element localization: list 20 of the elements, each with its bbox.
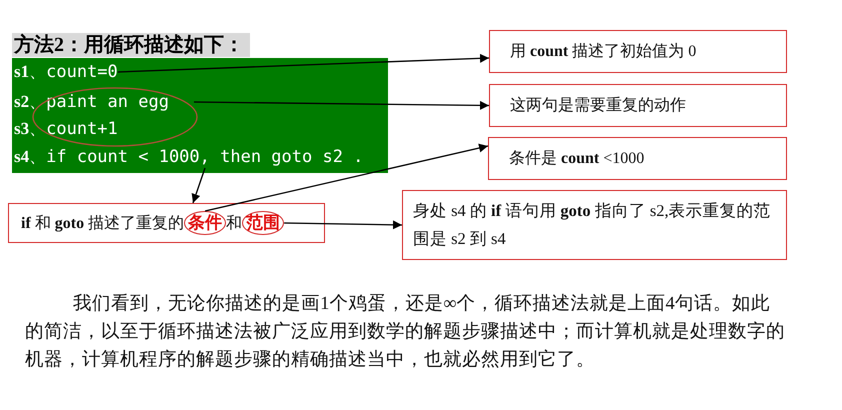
- arrow: [204, 144, 488, 212]
- paragraph: 我们看到，无论你描述的是画1个鸡蛋，还是∞个，循环描述法就是上面4句话。如此的简洁，以至于循环描述法被广泛应用到数学的解题步骤描述中；而计算机就是处理数字的机器，计算机程序的解题步骤的精确描述当中，也就必然用到它了。: [25, 292, 785, 372]
- note-box: [8, 203, 325, 243]
- arrow: [284, 220, 402, 230]
- note-box: 条件是 count <1000: [488, 137, 787, 180]
- note-text: 和: [226, 214, 242, 234]
- note-box: 用 count 描述了初始值为 0: [489, 30, 787, 73]
- code-line: s4、if count < 1000, then goto s2 .: [14, 146, 364, 168]
- note-text: if 和 goto 描述了重复的: [21, 214, 184, 234]
- arrow: [194, 100, 489, 110]
- title: 方法2：用循环描述如下：: [12, 33, 250, 57]
- arrow: [118, 54, 490, 73]
- circled-word: 条件: [184, 211, 226, 235]
- code-line: s2、paint an egg: [14, 91, 169, 113]
- code-block: [12, 58, 388, 173]
- circled-word: 范围: [242, 211, 284, 235]
- note-box: 这两句是需要重复的动作: [489, 84, 787, 127]
- code-line: s3、count+1: [14, 118, 118, 140]
- code-line: s1、count=0: [14, 61, 118, 83]
- note-box: 身处 s4 的 if 语句用 goto 指向了 s2,表示重复的范围是 s2 到 s4: [402, 190, 787, 260]
